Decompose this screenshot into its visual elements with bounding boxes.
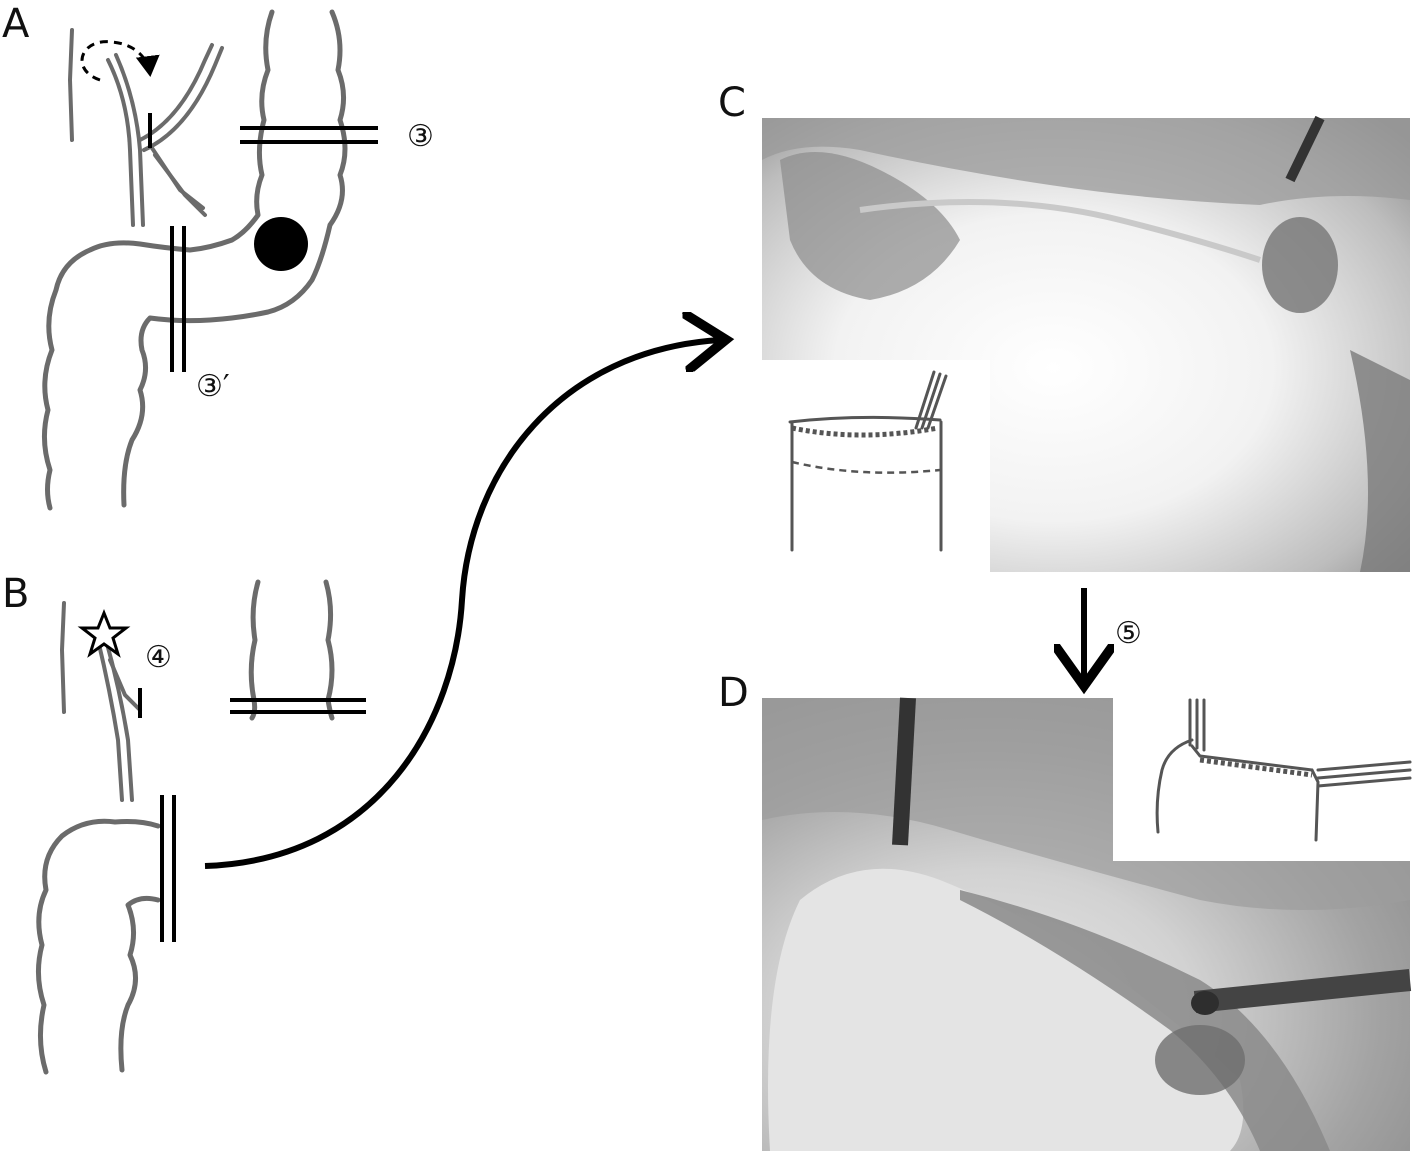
transfer-arrow	[204, 340, 720, 869]
inset-sketch-d	[1113, 698, 1412, 861]
rotation-arrow-icon	[80, 40, 160, 82]
panel-letter-b: B	[2, 571, 29, 617]
panel-letter-a: A	[2, 1, 30, 47]
panel-c: C	[718, 80, 1410, 572]
vessel-sketch-b	[59, 601, 142, 802]
star-icon	[77, 608, 131, 658]
panel-letter-d: D	[718, 670, 749, 716]
step-label-3: ③	[407, 119, 434, 154]
colon-sketch-b	[36, 795, 176, 1075]
inset-sketch-c	[762, 360, 990, 572]
step-label-5: ⑤	[1115, 616, 1142, 651]
tumor-icon	[254, 217, 308, 271]
resection-line-3-prime	[170, 226, 186, 372]
vessel-sketch-a	[67, 28, 224, 227]
panel-letter-c: C	[718, 80, 746, 126]
step-label-3-prime: ③′	[196, 369, 230, 404]
panel-b: B ④	[2, 571, 366, 1075]
colon-sketch-a	[42, 9, 378, 511]
panel-d: D	[718, 670, 1412, 1151]
panel-a: A ③ ③′	[2, 1, 434, 511]
step-label-4: ④	[145, 640, 172, 675]
resection-line-3	[240, 126, 378, 144]
colon-stump-sketch-b	[230, 579, 366, 721]
